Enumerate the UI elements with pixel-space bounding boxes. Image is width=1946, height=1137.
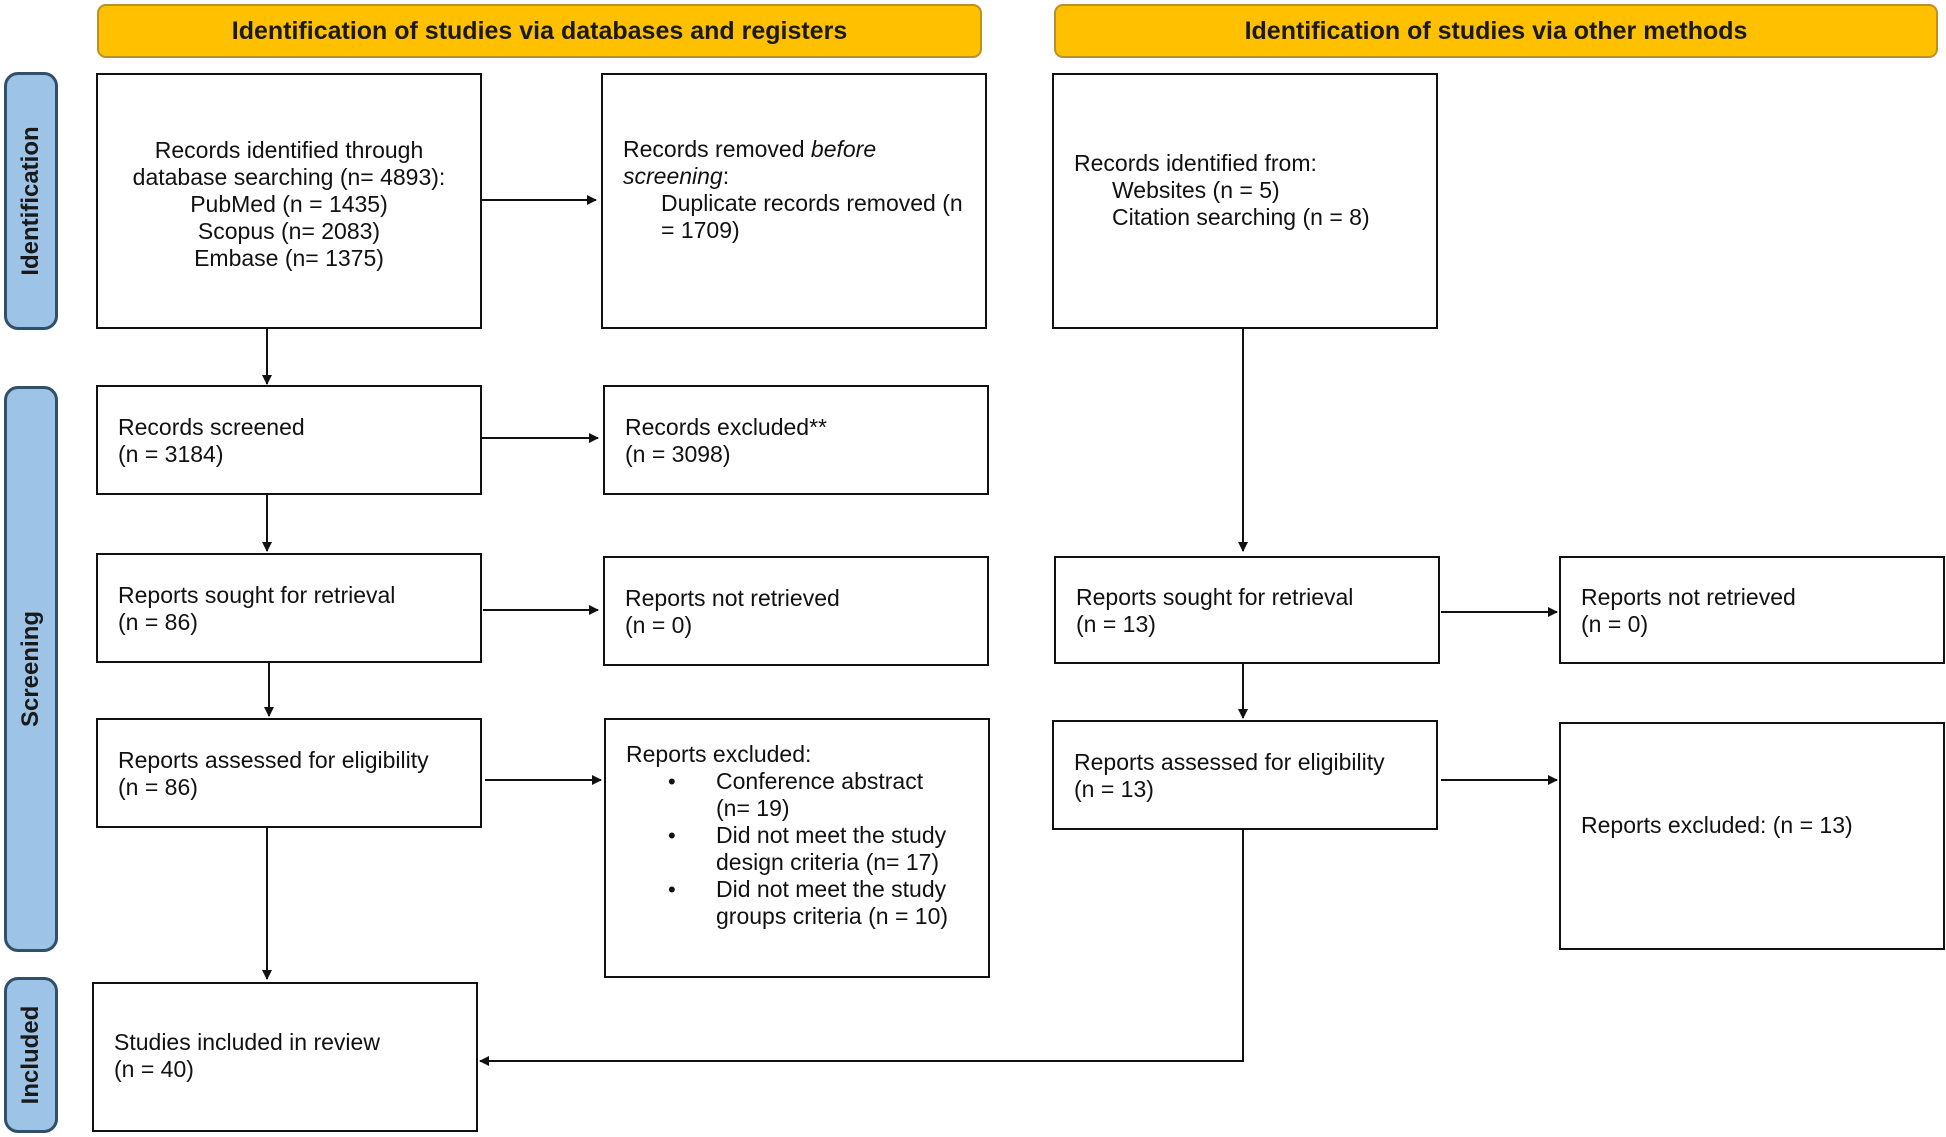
studies-included-box: Studies included in review (n = 40)	[92, 982, 478, 1132]
records-excluded-box: Records excluded** (n = 3098)	[603, 385, 989, 495]
other-reports-sought-box: Reports sought for retrieval (n = 13)	[1054, 556, 1440, 664]
reports-sought-box: Reports sought for retrieval (n = 86)	[96, 553, 482, 663]
other-reports-excluded-box: Reports excluded: (n = 13)	[1559, 722, 1945, 950]
phase-screening: Screening	[4, 386, 58, 952]
other-records-identified-box: Records identified from: Websites (n = 5…	[1052, 73, 1438, 329]
phase-included: Included	[4, 977, 58, 1133]
reports-excluded-box: Reports excluded: Conference abstract (n…	[604, 718, 990, 978]
reports-assessed-box: Reports assessed for eligibility (n = 86…	[96, 718, 482, 828]
exclusion-reason: Conference abstract (n= 19)	[668, 768, 978, 822]
records-screened-box: Records screened (n = 3184)	[96, 385, 482, 495]
reports-not-retrieved-box: Reports not retrieved (n = 0)	[603, 556, 989, 666]
arrow-other-to-included	[479, 830, 1244, 1066]
exclusion-reason: Did not meet the study design criteria (…	[668, 822, 978, 876]
header-other-methods: Identification of studies via other meth…	[1054, 4, 1938, 58]
records-identified-box: Records identified through database sear…	[96, 73, 482, 329]
exclusion-reasons-list: Conference abstract (n= 19) Did not meet…	[626, 768, 978, 930]
header-other-label: Identification of studies via other meth…	[1244, 16, 1748, 45]
other-reports-assessed-box: Reports assessed for eligibility (n = 13…	[1052, 720, 1438, 830]
other-reports-not-retrieved-box: Reports not retrieved (n = 0)	[1559, 556, 1945, 664]
records-removed-box: Records removed before screening: Duplic…	[601, 73, 987, 329]
exclusion-reason: Did not meet the study groups criteria (…	[668, 876, 978, 930]
header-databases: Identification of studies via databases …	[97, 4, 982, 58]
phase-identification: Identification	[4, 72, 58, 330]
header-databases-label: Identification of studies via databases …	[231, 16, 848, 45]
